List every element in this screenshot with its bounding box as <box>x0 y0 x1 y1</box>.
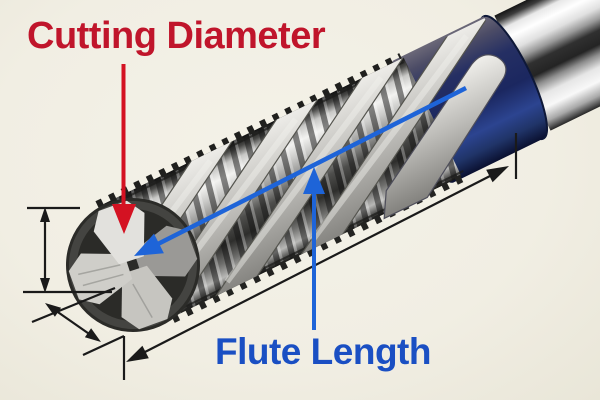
cutting-diameter-arrow <box>112 64 136 234</box>
flute-length-arrows <box>134 85 468 330</box>
cutting-diameter-dimension <box>23 206 112 294</box>
land-over-collar <box>383 54 507 220</box>
tip-lobe-right <box>133 225 198 277</box>
cutting-diameter-arrowhead <box>112 204 136 234</box>
flute-length-leader-arrowhead <box>303 167 325 194</box>
flute-length-label: Flute Length <box>215 331 431 372</box>
chamfer-dimension <box>31 286 125 356</box>
flute-length-arrowhead <box>134 233 164 256</box>
tip-lobe-down <box>121 265 173 330</box>
tool-cutting-tip <box>66 198 200 332</box>
flute-length-diagonal-line <box>150 85 468 250</box>
tip-lobe-up <box>93 200 145 265</box>
tool-shank <box>494 0 600 131</box>
dimension-marks <box>23 133 518 380</box>
serrated-top-edge <box>95 53 403 209</box>
flute-length-dimension <box>122 133 518 380</box>
cutting-diameter-label: Cutting Diameter <box>27 15 326 57</box>
tap-tool <box>95 0 600 324</box>
